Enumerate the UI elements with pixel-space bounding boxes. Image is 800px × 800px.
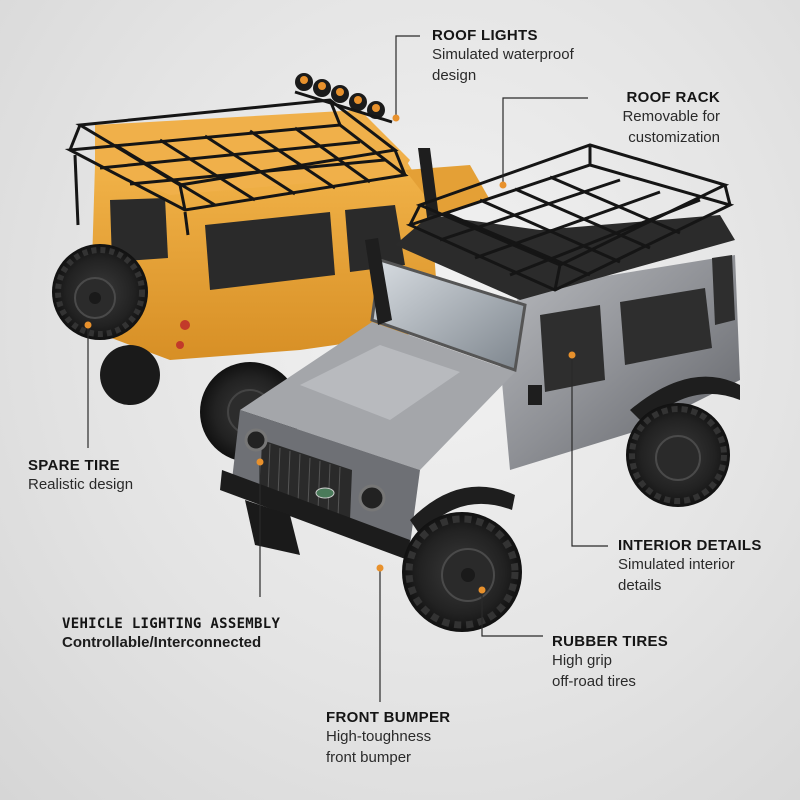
callout-desc-line: Simulated waterproof (432, 46, 574, 63)
callout-title: RUBBER TIRES (552, 633, 669, 650)
callout-spare-tire: SPARE TIRE Realistic design (28, 457, 133, 495)
yellow-roof-rack (64, 98, 409, 236)
callout-desc-line: Controllable/Interconnected (62, 634, 262, 651)
callout-desc-line: details (618, 577, 662, 594)
callout-desc-line: Removable for (622, 108, 720, 125)
callout-interior-details: INTERIOR DETAILS Simulated interior deta… (618, 537, 762, 596)
callout-desc-line: Simulated interior (618, 556, 735, 573)
callout-title: VEHICLE LIGHTING ASSEMBLY (62, 616, 281, 632)
grey-roof-rack (405, 143, 735, 292)
callout-title: SPARE TIRE (28, 457, 120, 474)
callout-roof-rack: ROOF RACK Removable for customization (622, 89, 720, 148)
callout-title: FRONT BUMPER (326, 709, 451, 726)
callout-desc-line: customization (628, 129, 720, 146)
callout-desc-line: Realistic design (28, 476, 134, 493)
callout-desc-line: off-road tires (552, 673, 636, 690)
callout-vehicle-lighting: VEHICLE LIGHTING ASSEMBLY Controllable/I… (62, 616, 280, 653)
callout-title: INTERIOR DETAILS (618, 537, 762, 554)
callout-desc-line: High-toughness (326, 728, 432, 745)
callout-desc-line: design (432, 67, 477, 84)
callout-rubber-tires: RUBBER TIRES High grip off-road tires (552, 633, 668, 692)
callout-desc-line: front bumper (326, 749, 412, 766)
roof-lights (294, 73, 393, 124)
callout-title: ROOF RACK (626, 89, 720, 106)
callout-roof-lights: ROOF LIGHTS Simulated waterproof design (432, 27, 574, 86)
callout-title: ROOF LIGHTS (432, 27, 538, 44)
callout-front-bumper: FRONT BUMPER High-toughness front bumper (326, 709, 450, 768)
grey-truck (220, 215, 740, 632)
callout-desc-line: High grip (552, 652, 613, 669)
